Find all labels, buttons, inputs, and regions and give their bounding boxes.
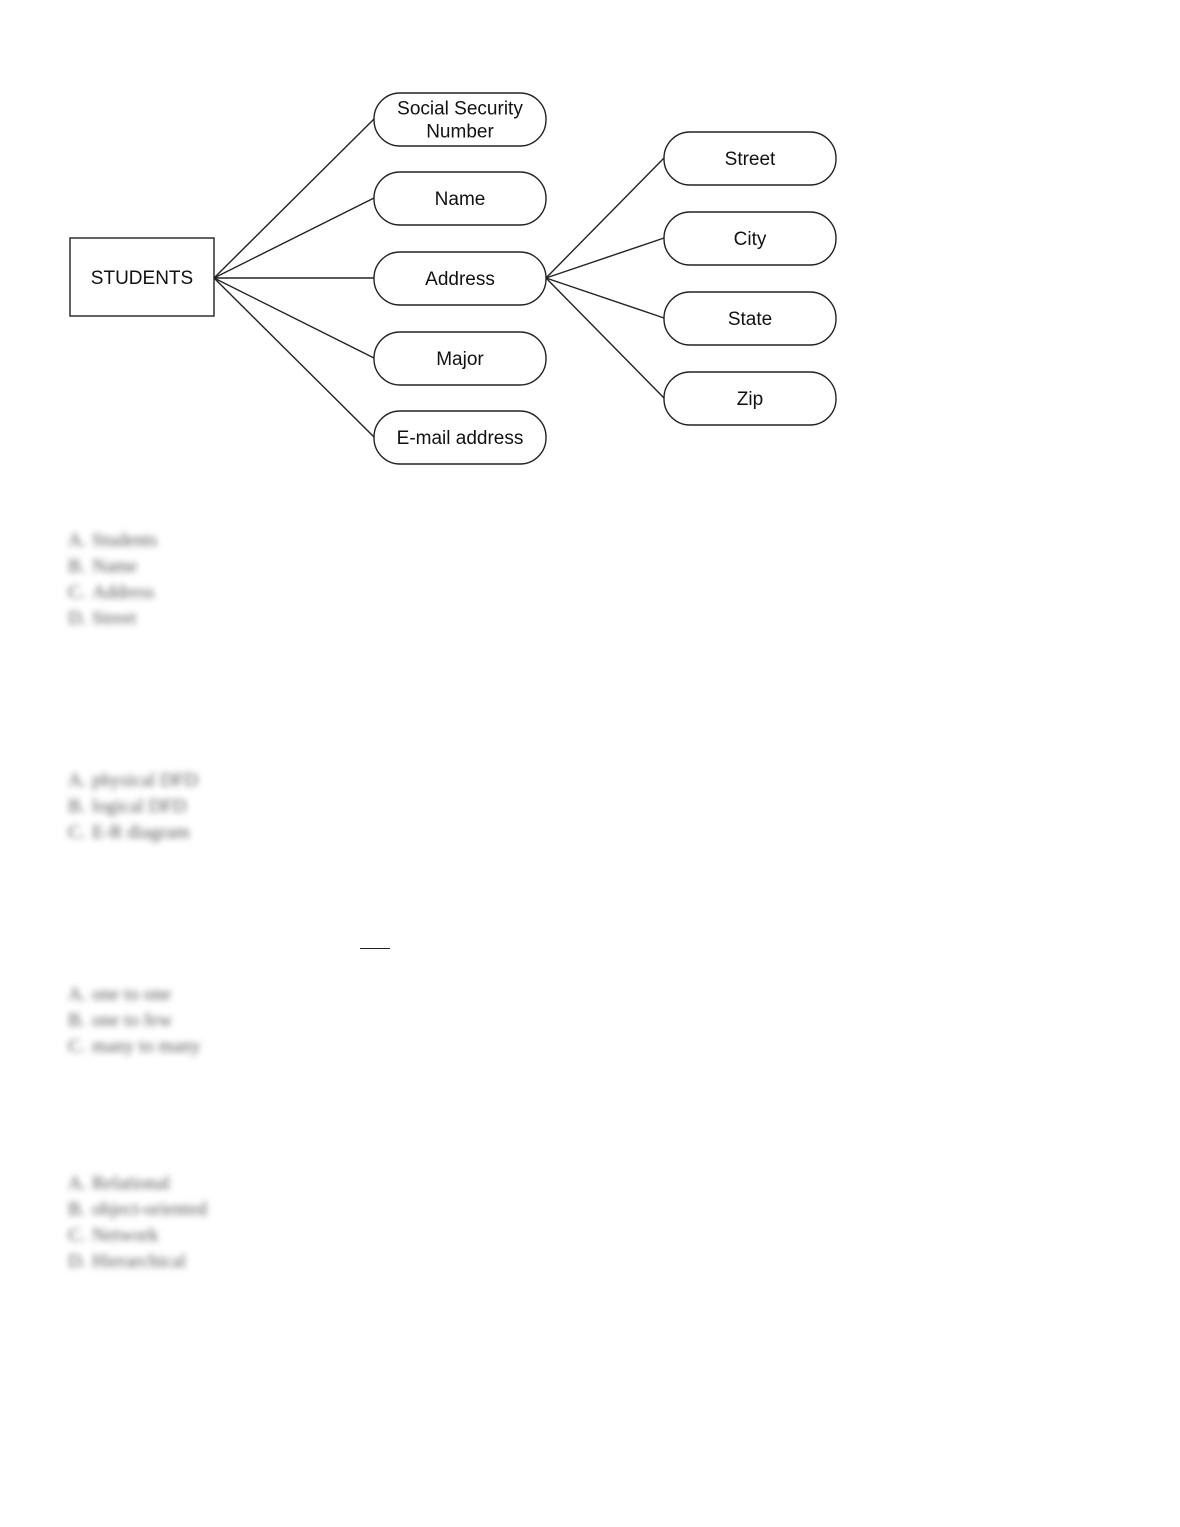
attribute-label: Major (436, 349, 484, 370)
option-text: one to few (92, 1010, 173, 1031)
connector-address-city (545, 237, 665, 279)
entity-box (69, 237, 215, 317)
option-marker: C. (68, 1225, 86, 1246)
attribute-label: Street (725, 149, 776, 170)
option-text: E-R diagram (92, 822, 190, 843)
attribute-oval (373, 331, 547, 386)
answer-option[interactable]: D.Hierarchical (68, 1249, 207, 1275)
attribute-label: Zip (737, 389, 763, 410)
attribute-label: E-mail address (397, 428, 524, 449)
attribute-label: Name (435, 189, 486, 210)
option-text: Students (92, 530, 158, 551)
option-marker: B. (68, 1199, 86, 1220)
attribute-oval (373, 92, 547, 147)
attribute-address: Address (373, 251, 547, 306)
option-marker: C. (68, 822, 86, 843)
attribute-major: Major (373, 331, 547, 386)
answer-option[interactable]: A.physical DFD (68, 768, 198, 794)
option-marker: A. (68, 530, 87, 551)
answer-option[interactable]: A.Students (68, 528, 157, 554)
attribute-oval (373, 251, 547, 306)
answer-option[interactable]: A.one to one (68, 982, 201, 1008)
connector-address-state (545, 277, 665, 319)
attribute-street: Street (663, 131, 837, 186)
answer-option[interactable]: A.Relational (68, 1171, 207, 1197)
attribute-email: E-mail address (373, 410, 547, 465)
option-marker: B. (68, 556, 86, 577)
option-text: Network (92, 1225, 159, 1246)
connector-students-email (213, 277, 375, 438)
option-marker: D. (68, 1251, 87, 1272)
option-marker: A. (68, 1173, 87, 1194)
option-text: many to many (92, 1036, 201, 1057)
connector-students-name (213, 197, 375, 279)
entity-label: STUDENTS (91, 268, 193, 289)
option-text: Street (92, 608, 137, 629)
attribute-oval (663, 211, 837, 266)
attribute-label: Address (425, 269, 495, 290)
attribute-label: State (728, 309, 772, 330)
option-marker: D. (68, 608, 87, 629)
option-text: Name (92, 556, 138, 577)
answer-option[interactable]: C. Network (68, 1223, 207, 1249)
option-text: one to one (92, 984, 172, 1005)
attribute-label: City (734, 229, 767, 250)
attribute-oval (663, 291, 837, 346)
option-marker: C. (68, 1036, 86, 1057)
answer-option[interactable]: B. Name (68, 554, 157, 580)
option-text: Hierarchical (92, 1251, 186, 1272)
attribute-name: Name (373, 171, 547, 226)
answer-blank-line (360, 948, 390, 949)
answer-option[interactable]: B. one to few (68, 1008, 201, 1034)
connector-address-street (545, 157, 665, 279)
attribute-oval (373, 171, 547, 226)
attribute-state: State (663, 291, 837, 346)
connector-students-ssn (213, 118, 375, 279)
option-marker: B. (68, 796, 86, 817)
entity-students: STUDENTS (69, 237, 215, 317)
connector-address-zip (545, 277, 665, 399)
answer-option[interactable]: B. object-oriented (68, 1197, 207, 1223)
attribute-oval (663, 131, 837, 186)
answer-option[interactable]: C. E-R diagram (68, 820, 198, 846)
option-text: logical DFD (92, 796, 187, 817)
answer-option[interactable]: B. logical DFD (68, 794, 198, 820)
option-marker: A. (68, 984, 87, 1005)
option-marker: A. (68, 770, 87, 791)
answer-option[interactable]: C. many to many (68, 1034, 201, 1060)
option-marker: C. (68, 582, 86, 603)
attribute-zip: Zip (663, 371, 837, 426)
attribute-oval (663, 371, 837, 426)
attribute-city: City (663, 211, 837, 266)
option-text: Address (92, 582, 155, 603)
option-text: object-oriented (92, 1199, 208, 1220)
connector-students-major (213, 277, 375, 359)
option-text: Relational (92, 1173, 171, 1194)
answer-option[interactable]: D.Street (68, 606, 157, 632)
attribute-oval (373, 410, 547, 465)
answer-option[interactable]: C. Address (68, 580, 157, 606)
option-text: physical DFD (92, 770, 199, 791)
option-marker: B. (68, 1010, 86, 1031)
